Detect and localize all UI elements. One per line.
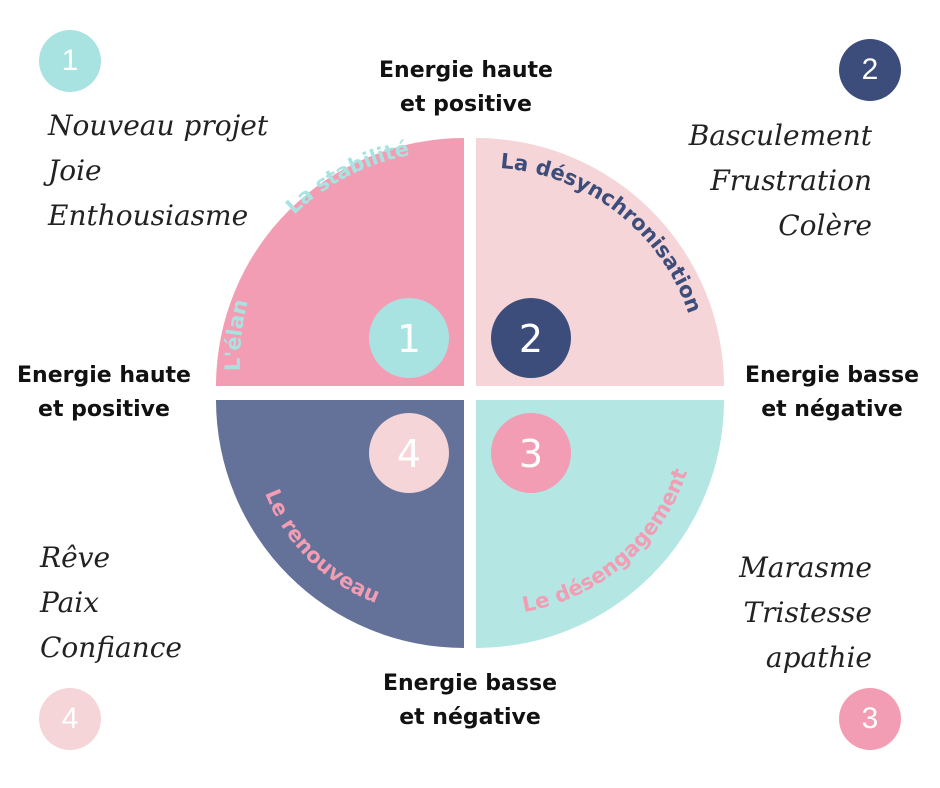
emotion-item: Basculement bbox=[688, 119, 872, 152]
emotion-item: Frustration bbox=[710, 164, 872, 197]
quadrant-4-badge-number: 4 bbox=[397, 432, 421, 476]
emotions-list-1: Nouveau projet Joie Enthousiasme bbox=[48, 103, 268, 238]
quadrant-1-badge bbox=[369, 298, 449, 378]
emotions-list-3: Marasme Tristesse apathie bbox=[680, 545, 872, 680]
axis-label-bottom-line1: Energie basse bbox=[382, 671, 558, 696]
emotion-item: Joie bbox=[48, 154, 102, 187]
emotion-item: Enthousiasme bbox=[48, 199, 249, 232]
emotions-list-4: Rêve Paix Confiance bbox=[40, 535, 182, 670]
axis-label-left-line1: Energie haute bbox=[17, 363, 191, 388]
emotion-item: Confiance bbox=[40, 631, 182, 664]
emotion-item: Paix bbox=[40, 586, 100, 619]
emotion-item: Nouveau projet bbox=[48, 109, 269, 142]
axis-label-left-line2: et positive bbox=[38, 397, 170, 422]
quadrant-4-badge bbox=[369, 413, 449, 493]
axis-label-right-line1: Energie basse bbox=[744, 363, 920, 388]
emotion-item: Colère bbox=[778, 209, 872, 242]
emotion-item: Marasme bbox=[739, 551, 872, 584]
axis-label-top-line1: Energie haute bbox=[379, 58, 553, 83]
axis-label-bottom-line2: et négative bbox=[399, 705, 541, 730]
corner-badge-1: 1 bbox=[39, 30, 101, 92]
emotion-item: Tristesse bbox=[743, 596, 872, 629]
quadrant-3-badge bbox=[491, 413, 571, 493]
axis-label-left: Energie haute et positive bbox=[4, 359, 204, 427]
axis-label-right-line2: et négative bbox=[761, 397, 903, 422]
axis-label-right: Energie basse et négative bbox=[732, 359, 932, 427]
axis-label-top: Energie haute et positive bbox=[366, 54, 566, 122]
quadrant-2-badge-number: 2 bbox=[519, 317, 543, 361]
emotion-item: Rêve bbox=[40, 541, 111, 574]
quadrant-2-badge bbox=[491, 298, 571, 378]
quadrant-1-badge-number: 1 bbox=[397, 317, 421, 361]
corner-badge-3: 3 bbox=[839, 688, 901, 750]
corner-badge-2: 2 bbox=[839, 39, 901, 101]
quadrant-3-badge-number: 3 bbox=[519, 432, 543, 476]
emotions-list-2: Basculement Frustration Colère bbox=[660, 113, 872, 248]
emotion-item: apathie bbox=[765, 641, 872, 674]
axis-label-bottom: Energie basse et négative bbox=[370, 667, 570, 735]
corner-badge-4: 4 bbox=[39, 688, 101, 750]
axis-label-top-line2: et positive bbox=[400, 92, 532, 117]
